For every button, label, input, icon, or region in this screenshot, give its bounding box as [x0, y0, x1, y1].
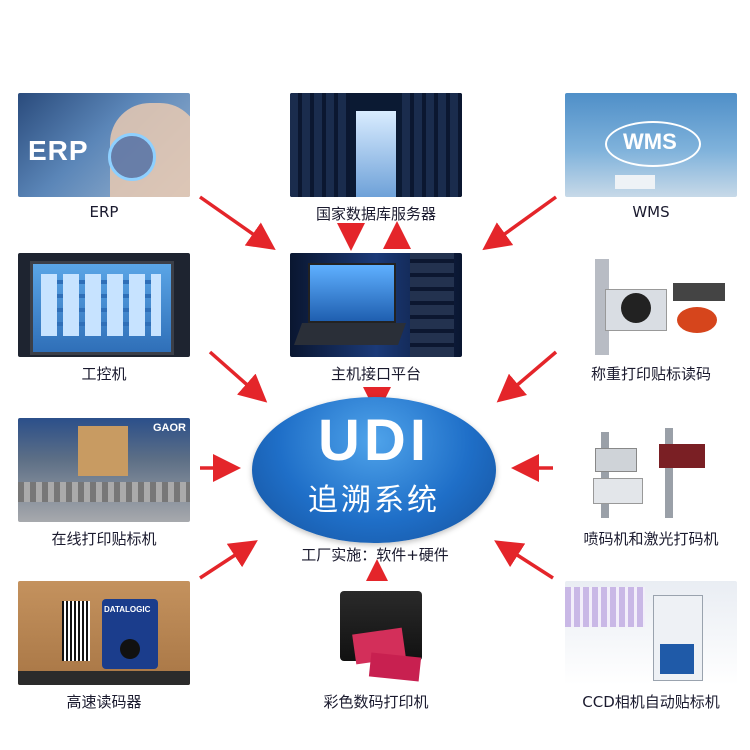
weigh-caption: 称重打印贴标读码	[590, 365, 711, 383]
ccd-caption: CCD相机自动贴标机	[582, 693, 720, 711]
reader-overlay-text: DATALOGIC	[104, 605, 151, 614]
arrow-ccd-to-hub	[494, 540, 554, 580]
inline-caption: 在线打印贴标机	[51, 530, 157, 548]
node-ccd: CCD相机自动贴标机	[565, 581, 737, 712]
node-inline: GAOR 在线打印贴标机	[18, 418, 190, 549]
wms-caption: WMS	[632, 203, 670, 221]
ipc-caption: 工控机	[81, 365, 127, 383]
wms-overlay-text: WMS	[623, 129, 677, 154]
node-server: 国家数据库服务器	[290, 93, 462, 224]
inkjet-image	[565, 418, 737, 522]
host-caption: 主机接口平台	[330, 365, 421, 383]
reader-caption: 高速读码器	[66, 693, 142, 711]
hub-title: UDI	[318, 408, 430, 473]
arrow-ipc-to-hub	[208, 350, 268, 403]
reader-image: DATALOGIC	[18, 581, 190, 685]
truck-icon	[615, 175, 655, 189]
server-image	[290, 93, 462, 197]
arrow-weigh-to-hub	[496, 350, 558, 403]
ccd-image	[565, 581, 737, 685]
erp-caption: ERP	[89, 203, 119, 221]
node-host: 主机接口平台	[290, 253, 462, 384]
arrow-wms-to-host	[482, 195, 558, 251]
factory-note: 工厂实施：软件+硬件	[301, 546, 449, 564]
inkjet-caption: 喷码机和激光打码机	[583, 530, 719, 548]
node-printer: 彩色数码打印机	[290, 581, 462, 712]
arrow-erp-to-host	[198, 195, 276, 251]
node-reader: DATALOGIC 高速读码器	[18, 581, 190, 712]
printer-image	[290, 581, 462, 685]
erp-image: ERP	[18, 93, 190, 197]
host-image	[290, 253, 462, 357]
printer-caption: 彩色数码打印机	[323, 693, 429, 711]
inline-image: GAOR	[18, 418, 190, 522]
server-caption: 国家数据库服务器	[315, 205, 436, 223]
arrow-reader-to-hub	[199, 540, 258, 580]
ipc-image	[18, 253, 190, 357]
node-erp: ERP ERP	[18, 93, 190, 221]
node-weigh: 称重打印贴标读码	[565, 253, 737, 384]
hub-subtitle: 追溯系统	[308, 483, 440, 518]
node-ipc: 工控机	[18, 253, 190, 384]
wms-image: WMS	[565, 93, 737, 197]
udi-hub: UDI 追溯系统	[252, 397, 496, 543]
node-wms: WMS WMS	[565, 93, 737, 221]
erp-overlay-text: ERP	[28, 135, 89, 166]
inline-overlay-text: GAOR	[153, 422, 186, 434]
gear-icon	[108, 133, 156, 181]
node-inkjet: 喷码机和激光打码机	[565, 418, 737, 549]
weigh-image	[565, 253, 737, 357]
